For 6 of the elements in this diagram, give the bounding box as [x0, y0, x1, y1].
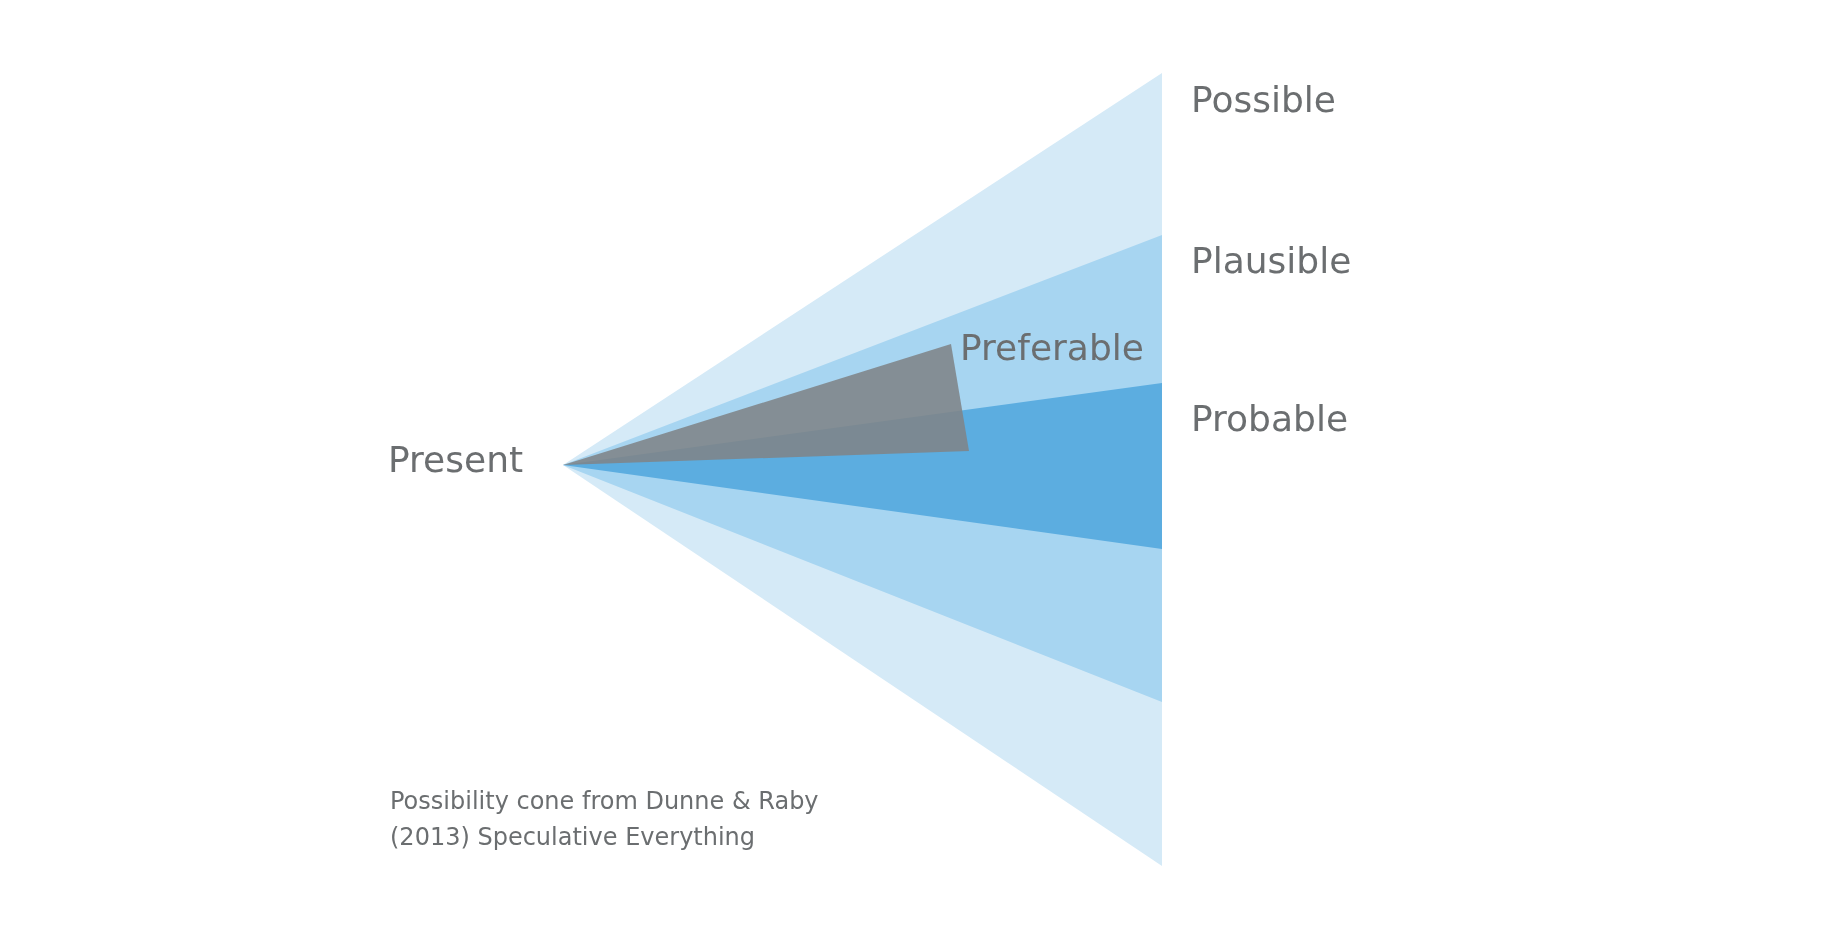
cone-label: Probable	[1191, 397, 1349, 440]
cone-label: Preferable	[960, 326, 1144, 369]
caption: Possibility cone from Dunne & Raby (2013) Speculative Everything	[390, 786, 820, 853]
cone-label: Plausible	[1191, 239, 1352, 282]
cone-label: Possible	[1191, 78, 1336, 121]
cone-label: Present	[388, 438, 524, 481]
